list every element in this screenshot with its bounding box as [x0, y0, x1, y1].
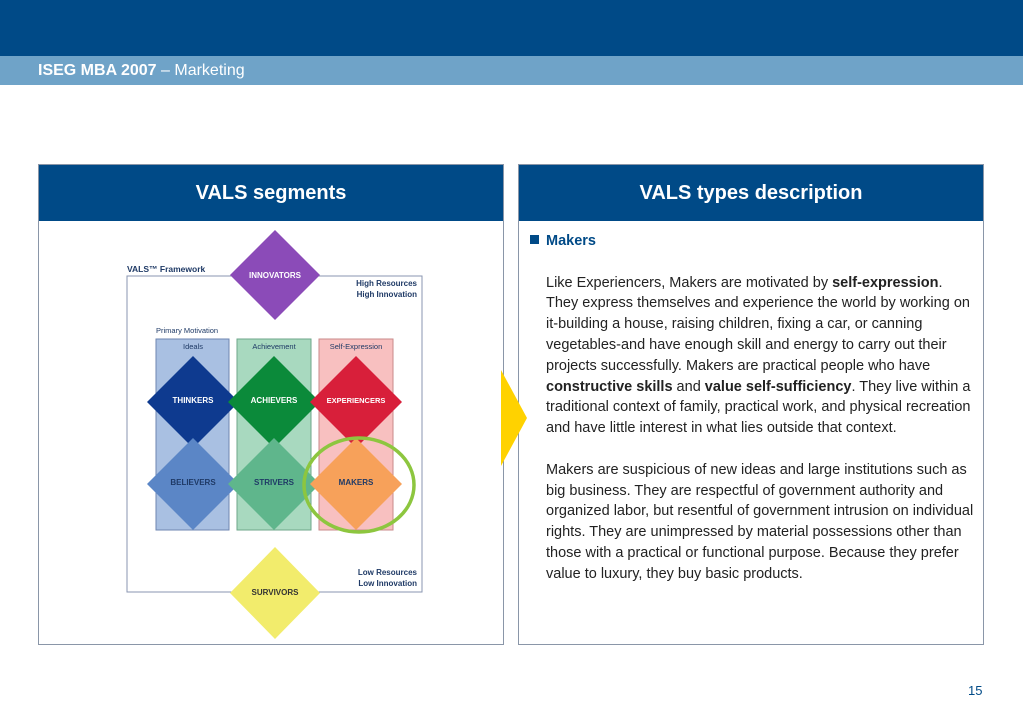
p1-text-e: and	[672, 378, 705, 395]
description-panel: VALS types description	[518, 164, 984, 645]
header-subject: Marketing	[174, 62, 245, 79]
arrow-right-icon	[501, 370, 527, 466]
slide-header: ISEG MBA 2007 – Marketing	[38, 62, 245, 80]
description-heading: Makers	[546, 233, 596, 249]
makers-description: Makers Like Experiencers, Makers are mot…	[546, 231, 974, 585]
description-panel-title: VALS types description	[519, 165, 983, 221]
top-banner	[0, 0, 1023, 56]
p1-text-a: Like Experiencers, Makers are motivated …	[546, 274, 833, 291]
p1-text-g: . They live within a traditional context…	[546, 378, 971, 437]
description-paragraph-2: Makers are suspicious of new ideas and l…	[546, 461, 974, 582]
page-number: 15	[968, 683, 983, 698]
p1-bold-value-self-sufficiency: value self-sufficiency	[704, 378, 852, 395]
segments-panel: VALS segments	[38, 164, 504, 645]
square-bullet-icon	[530, 235, 539, 244]
header-bar: ISEG MBA 2007 – Marketing	[0, 56, 1023, 85]
header-separator: –	[156, 62, 175, 79]
description-paragraph-1: Like Experiencers, Makers are motivated …	[546, 273, 974, 439]
segments-panel-title: VALS segments	[39, 165, 503, 221]
p1-bold-self-expression: self-expression	[832, 274, 939, 291]
p1-bold-constructive-skills: constructive skills	[546, 378, 673, 395]
header-program: ISEG MBA 2007	[38, 62, 157, 79]
p1-text-c: . They express themselves and experience…	[546, 274, 970, 374]
